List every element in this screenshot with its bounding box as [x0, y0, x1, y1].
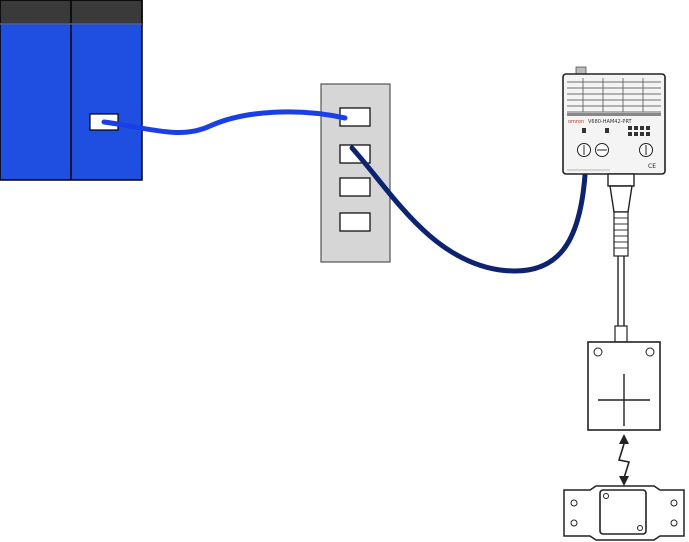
unit-ce-mark: CE	[648, 163, 656, 170]
junction-port-3	[340, 178, 370, 196]
strain-relief	[614, 212, 628, 256]
read-write-antenna	[588, 342, 660, 430]
tag-chip-housing	[600, 490, 646, 534]
rfid-interface-unit: omron V680-HAM42-PRT CE	[563, 67, 665, 174]
antenna-cable-assembly	[608, 174, 634, 342]
unit-brand-label: omron	[568, 119, 584, 125]
cable-gland-cone	[610, 186, 632, 212]
rfid-tag	[564, 486, 684, 540]
wireless-arrow-up	[619, 434, 629, 444]
unit-divider	[567, 113, 661, 116]
wireless-arrow-down	[619, 476, 629, 486]
unit-model-label: V680-HAM42-PRT	[588, 119, 633, 125]
wireless-link-icon	[619, 434, 629, 486]
antenna-connector	[615, 326, 627, 342]
junction-module	[321, 84, 390, 262]
plc-rack	[0, 0, 142, 180]
wireless-bolt	[619, 444, 629, 478]
junction-port-4	[340, 213, 370, 231]
cable-gland-nut	[608, 174, 634, 186]
